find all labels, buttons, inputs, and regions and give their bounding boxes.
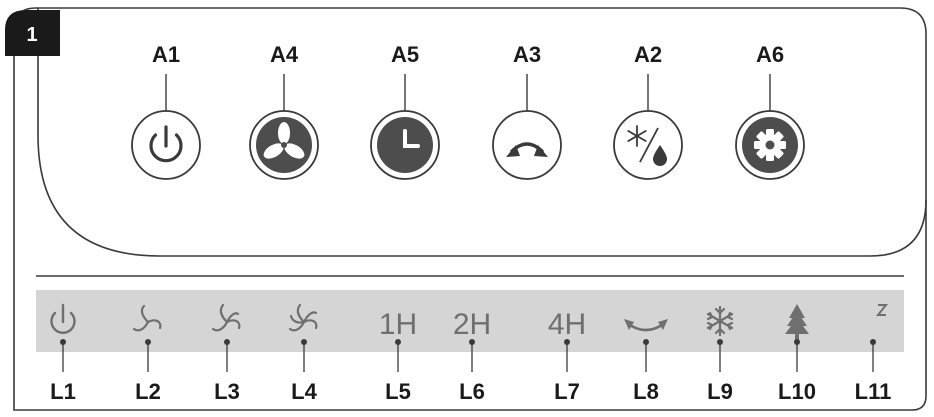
fan-low-icon — [132, 304, 162, 332]
indicator-l8 — [624, 319, 668, 332]
moon-icon — [866, 304, 889, 338]
indicator-l4 — [288, 303, 318, 332]
snowflake-drop-icon — [627, 125, 667, 166]
indicator-l5-text: 1H — [379, 308, 417, 341]
indicator-label-l2: L2 — [135, 379, 161, 404]
indicator-label-l11: L11 — [855, 379, 892, 404]
button-label-a5: A5 — [391, 42, 419, 67]
indicator-label-l7: L7 — [554, 379, 580, 404]
button-label-a2: A2 — [634, 42, 662, 67]
indicator-leaders — [62, 342, 874, 372]
indicator-label-l4: L4 — [291, 379, 317, 404]
indicator-l2 — [132, 304, 162, 332]
indicator-l1 — [50, 303, 76, 334]
snowflake-icon — [706, 305, 734, 337]
indicator-l9 — [706, 305, 734, 337]
indicator-l3 — [211, 303, 241, 332]
power-icon — [50, 303, 76, 334]
button-label-a3: A3 — [513, 42, 541, 67]
mode-button[interactable]: A2 — [613, 42, 683, 180]
button-panel-outline — [37, 8, 927, 257]
indicator-label-l10: L10 — [778, 379, 816, 404]
figure-number: 1 — [26, 24, 37, 46]
gear-icon — [754, 129, 786, 161]
indicator-label-l9: L9 — [707, 379, 733, 404]
fan-medium-icon — [211, 303, 241, 332]
figure-number-badge: 1 — [5, 10, 60, 56]
button-label-a4: A4 — [270, 42, 299, 67]
indicator-label-l3: L3 — [214, 379, 240, 404]
clock-icon — [403, 129, 420, 148]
indicator-l6-text: 2H — [453, 308, 491, 341]
indicator-l10 — [785, 304, 809, 340]
indicator-dots — [60, 339, 876, 345]
settings-button[interactable]: A6 — [735, 42, 805, 180]
button-label-a6: A6 — [756, 42, 784, 67]
fan-button[interactable]: A4 — [249, 42, 319, 180]
fan-icon — [263, 122, 305, 159]
indicator-label-l1: L1 — [50, 379, 76, 404]
power-button[interactable]: A1 — [131, 42, 201, 180]
fan-high-icon — [288, 303, 318, 332]
indicator-label-l6: L6 — [459, 379, 485, 404]
indicator-label-l5: L5 — [385, 379, 411, 404]
indicator-l7-text: 4H — [548, 308, 586, 341]
swing-icon — [506, 142, 548, 157]
indicator-l11 — [866, 304, 889, 338]
tree-icon — [785, 304, 809, 340]
button-label-a1: A1 — [152, 42, 180, 67]
swing-icon — [624, 319, 668, 332]
power-icon — [149, 125, 183, 163]
indicator-label-l8: L8 — [633, 379, 659, 404]
timer-button[interactable]: A5 — [370, 42, 440, 180]
swing-button[interactable]: A3 — [492, 42, 562, 180]
